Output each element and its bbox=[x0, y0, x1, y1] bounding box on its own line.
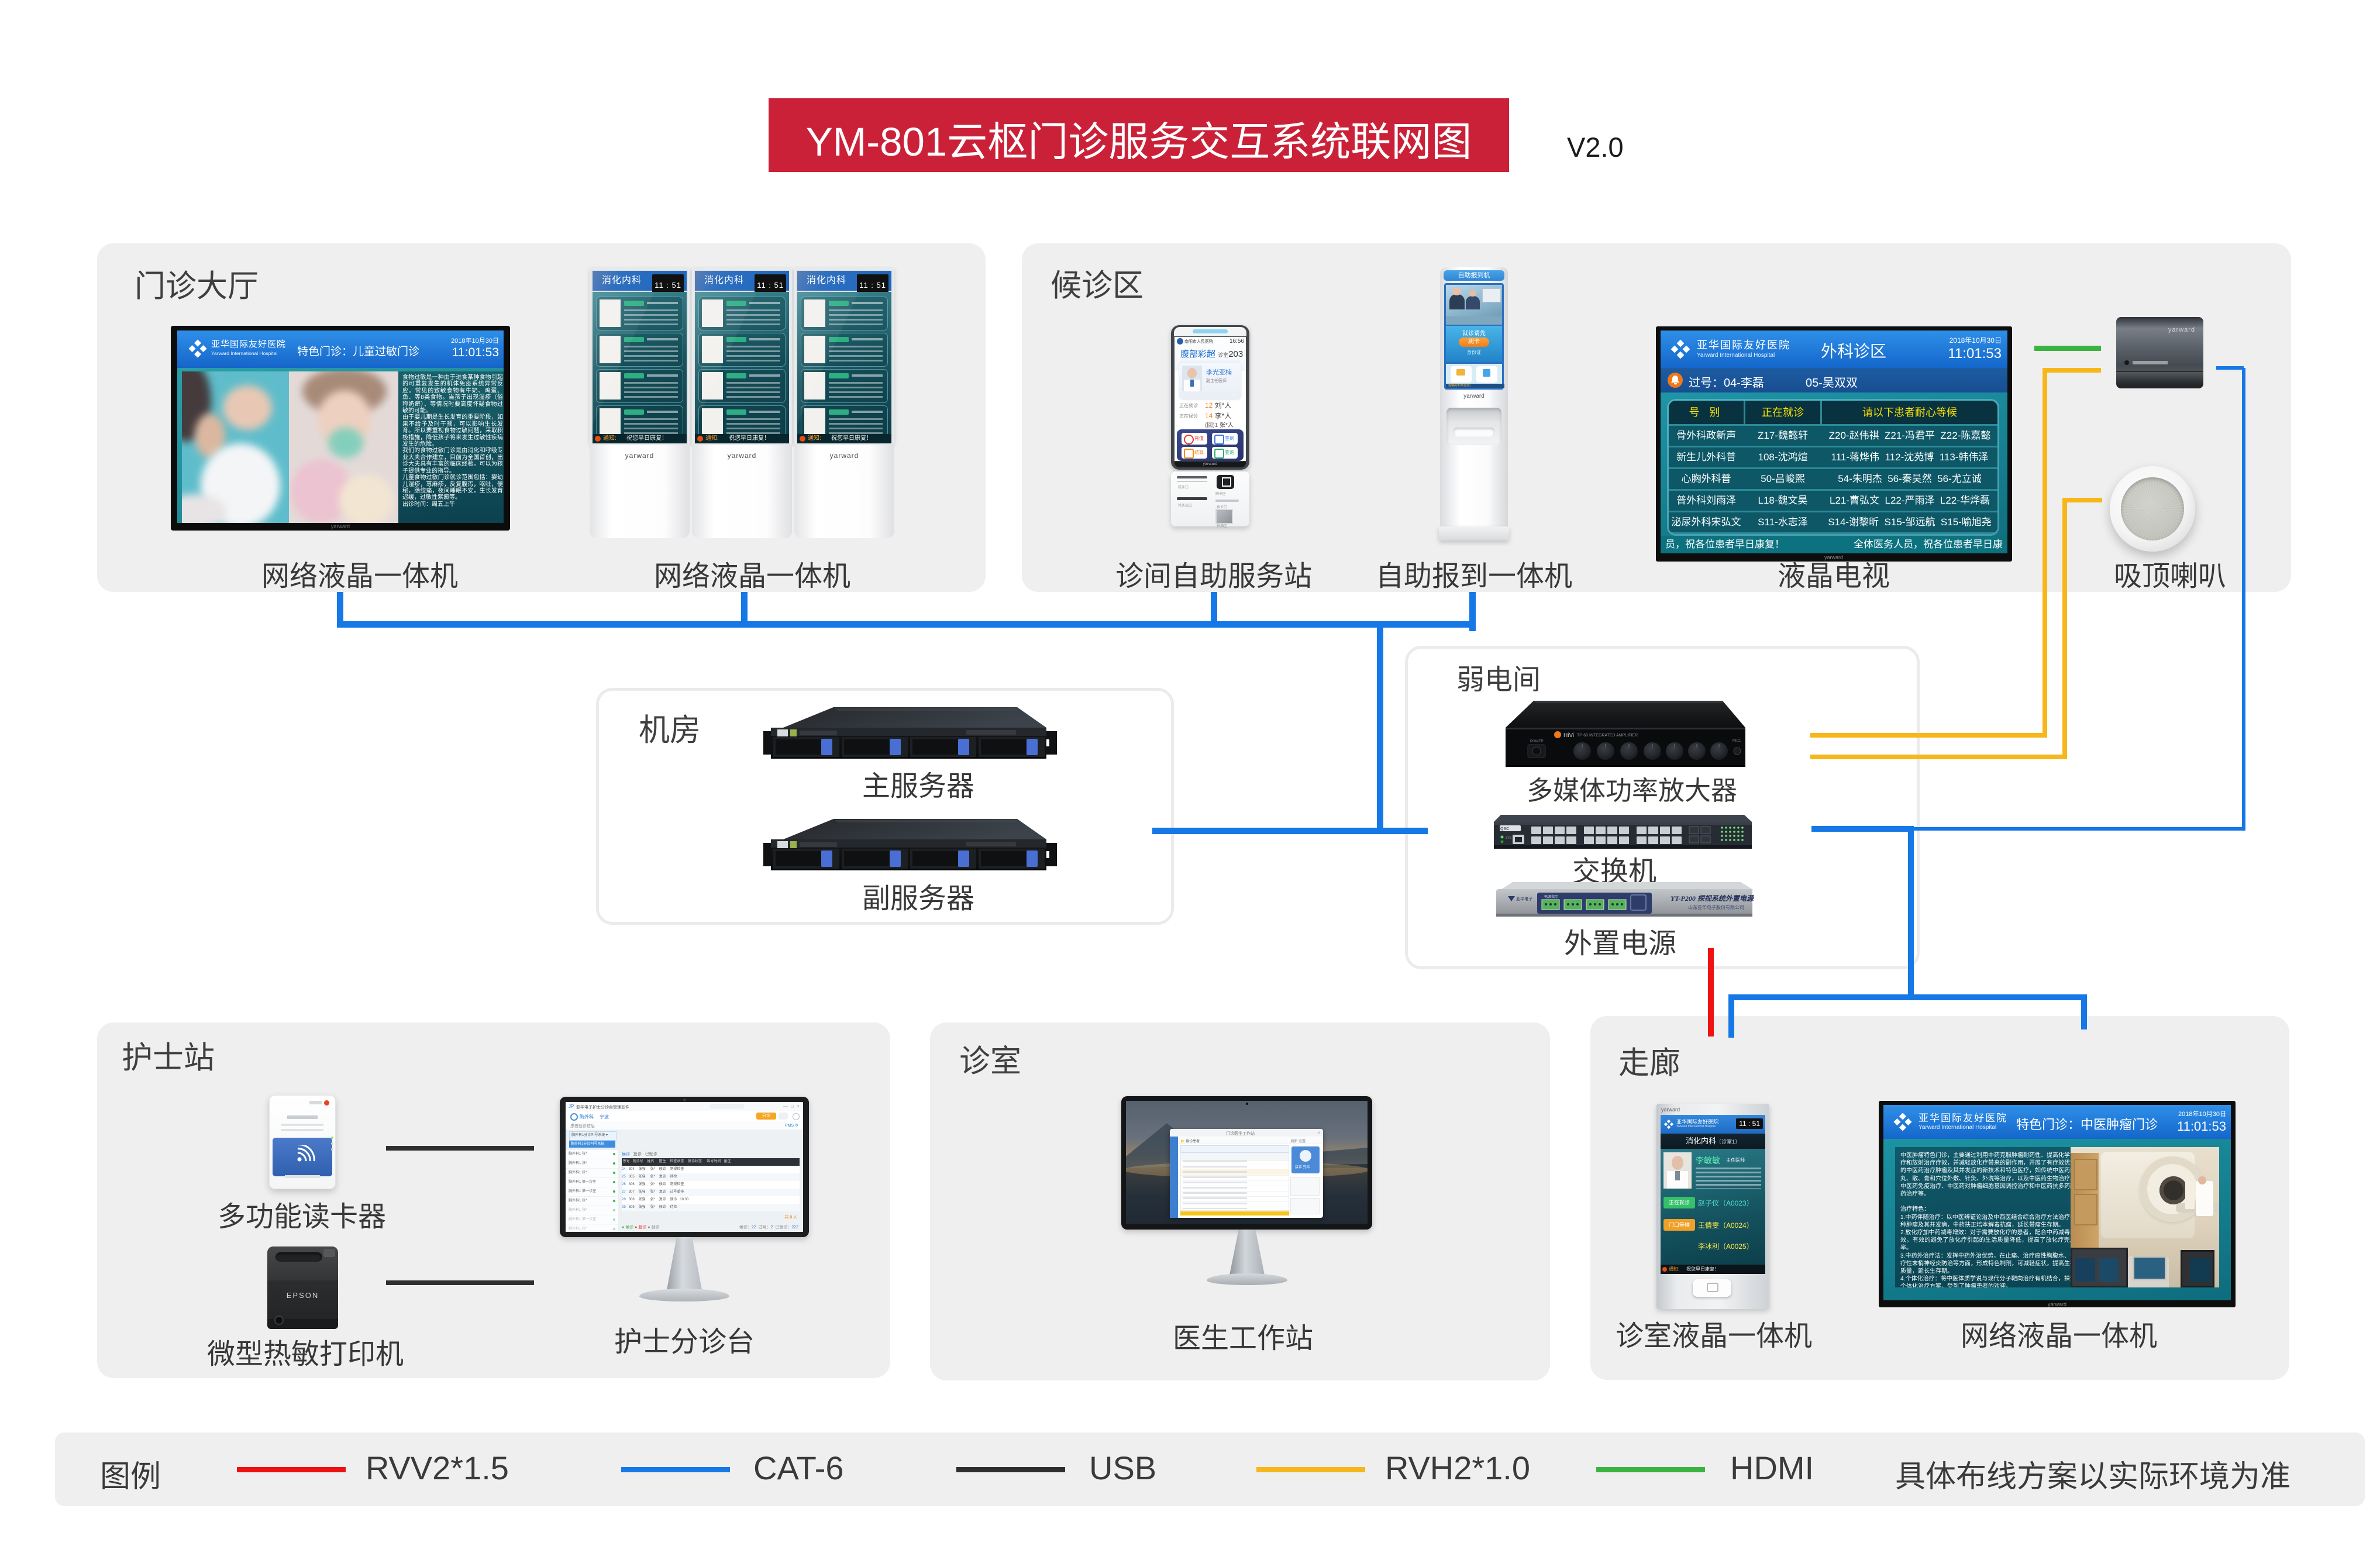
svg-text:HiVi: HiVi bbox=[1563, 732, 1574, 739]
svg-text:POWER: POWER bbox=[1530, 740, 1544, 743]
svg-text:YT-P200 探视系统外置电源: YT-P200 探视系统外置电源 bbox=[1671, 894, 1754, 903]
svg-text:山东亚华电子股份有限公司: 山东亚华电子股份有限公司 bbox=[1688, 904, 1744, 910]
svg-text:SYS: SYS bbox=[1506, 836, 1512, 840]
svg-text:QSC: QSC bbox=[1500, 827, 1509, 831]
svg-text:亚华电子: 亚华电子 bbox=[1516, 896, 1532, 901]
svg-text:电源指示: 电源指示 bbox=[1544, 894, 1558, 899]
svg-text:MIC1: MIC1 bbox=[1733, 739, 1741, 743]
svg-text:TP-60 INTEGRATED AMPLIFIER: TP-60 INTEGRATED AMPLIFIER bbox=[1577, 734, 1638, 738]
